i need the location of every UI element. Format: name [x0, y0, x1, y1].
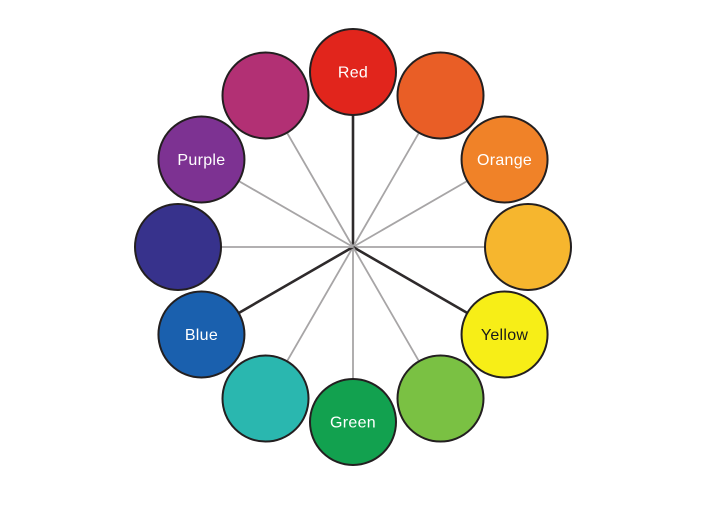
color-circle-blue: [157, 290, 246, 379]
color-label-blue: Blue: [185, 327, 218, 344]
color-label-purple: Purple: [177, 152, 225, 169]
color-circle-yellow: [460, 290, 549, 379]
color-label-yellow: Yellow: [481, 327, 529, 344]
color-circle-blue-purple: [134, 203, 222, 291]
color-circle-orange: [460, 115, 549, 204]
color-label-orange: Orange: [477, 152, 532, 169]
color-circle-purple: [157, 115, 246, 204]
color-circle-red: [309, 28, 397, 116]
color-circle-yellow-green: [396, 354, 485, 443]
color-label-green: Green: [330, 415, 376, 432]
color-circle-green: [309, 378, 397, 466]
color-circle-red-purple: [221, 51, 310, 140]
color-circle-blue-green: [221, 354, 310, 443]
color-label-red: Red: [338, 65, 368, 82]
color-circle-yellow-orange: [484, 203, 572, 291]
color-circle-red-orange: [396, 51, 485, 140]
